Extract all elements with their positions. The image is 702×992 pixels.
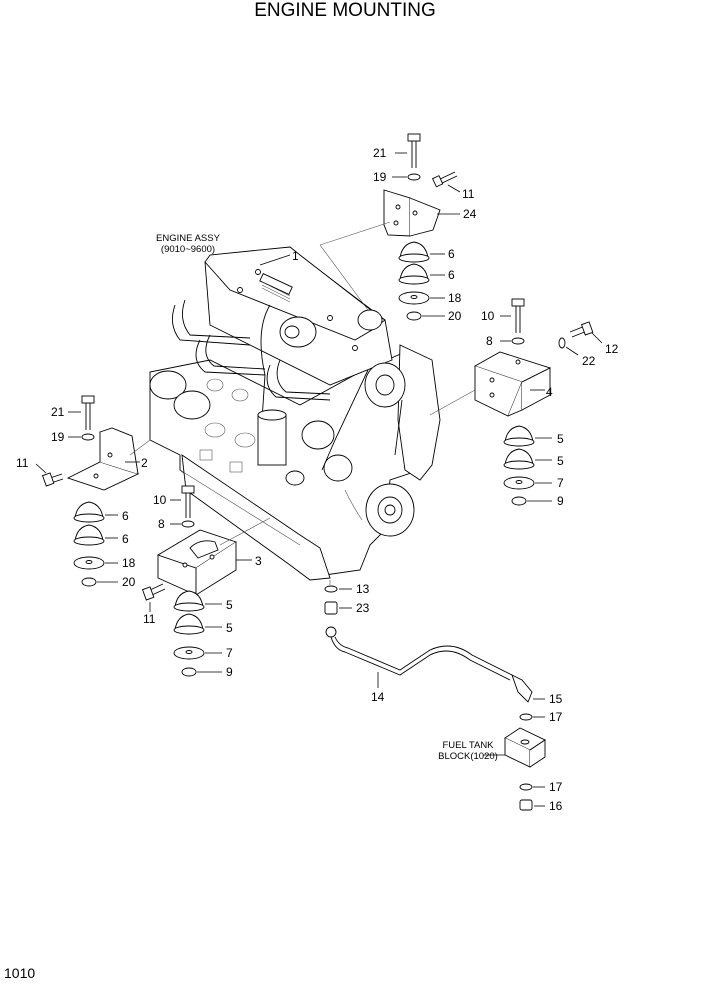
right-mount-stack [429, 298, 603, 506]
part-label: 6 [122, 509, 129, 523]
diagram-title: ENGINE MOUNTING [254, 0, 436, 21]
part-label: 5 [557, 432, 564, 446]
part-label: 7 [226, 646, 233, 660]
part-label: 20 [122, 575, 136, 589]
top-right-mount-stack [319, 133, 461, 321]
part-label: 6 [448, 268, 455, 282]
fuel-line-assembly [324, 580, 546, 811]
center-mount-stack [141, 485, 271, 677]
part-label: 24 [463, 207, 477, 221]
part-label: 20 [448, 309, 462, 323]
part-label: 6 [122, 532, 129, 546]
part-label: 18 [122, 556, 136, 570]
part-label: 21 [51, 405, 65, 419]
part-label: 14 [371, 690, 385, 704]
part-label: 11 [462, 187, 475, 201]
part-label: 18 [448, 291, 462, 305]
engine-assy-label: ENGINE ASSY [156, 233, 221, 244]
callout-text: ENGINE ASSY (9010~9600) FUEL TANK BLOCK(… [156, 233, 498, 762]
part-label: 21 [373, 146, 387, 160]
page-number: 1010 [4, 965, 35, 981]
part-label: 3 [255, 554, 262, 568]
fuel-tank-block-label: BLOCK(1020) [438, 751, 498, 762]
fuel-tank-label: FUEL TANK [442, 740, 494, 751]
part-label: 13 [356, 582, 370, 596]
part-label: 5 [557, 454, 564, 468]
part-label: 8 [486, 334, 493, 348]
part-label: 9 [557, 494, 564, 508]
part-label: 7 [557, 476, 564, 490]
part-label: 1 [292, 249, 299, 263]
part-label: 23 [356, 601, 370, 615]
part-label: 6 [448, 247, 455, 261]
part-label: 11 [143, 612, 156, 626]
part-label: 19 [51, 430, 65, 444]
part-label: 22 [582, 354, 596, 368]
part-label: 10 [481, 309, 495, 323]
part-label: 8 [158, 517, 165, 531]
part-label: 4 [546, 385, 553, 399]
part-label: 19 [373, 170, 387, 184]
part-label: 17 [549, 710, 563, 724]
part-number-labels: 1 2 3 4 5 5 5 5 6 6 6 6 7 7 8 8 9 9 10 1… [16, 146, 619, 813]
part-label: 17 [549, 780, 563, 794]
left-mount-stack [35, 395, 151, 587]
engine-assy-range: (9010~9600) [161, 244, 215, 255]
part-label: 15 [549, 692, 563, 706]
part-label: 10 [153, 493, 167, 507]
part-label: 9 [226, 665, 233, 679]
engine-assembly [149, 246, 441, 581]
part-label: 5 [226, 621, 233, 635]
part-label: 11 [16, 456, 29, 470]
part-label: 5 [226, 598, 233, 612]
part-label: 16 [549, 799, 563, 813]
part-label: 2 [141, 456, 148, 470]
part-label: 12 [605, 342, 619, 356]
